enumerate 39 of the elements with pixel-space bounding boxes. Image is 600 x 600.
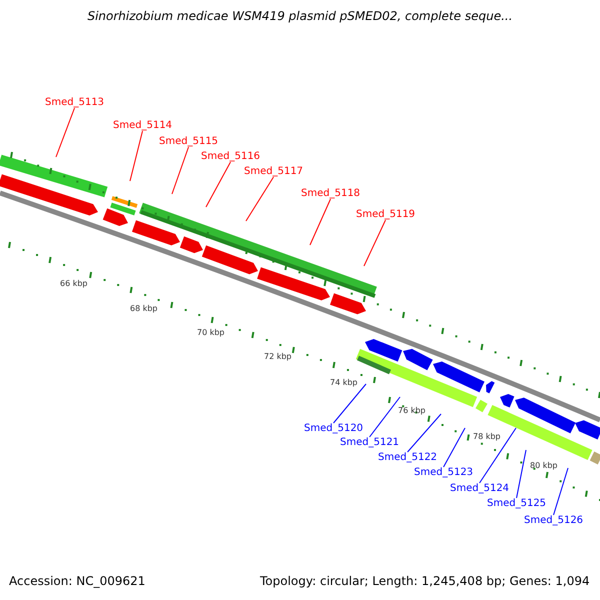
leader-line (310, 198, 332, 246)
gene-label: Smed_5113 (45, 97, 104, 108)
leader-line (369, 396, 400, 438)
gene-label: Smed_5125 (487, 498, 546, 509)
leader-line (553, 468, 568, 516)
accession-text: Accession: NC_009621 (9, 575, 146, 588)
leader-line (246, 176, 274, 222)
scale-label: 72 kbp (264, 353, 292, 362)
leader-line (206, 162, 232, 208)
gene-label: Smed_5126 (524, 515, 584, 526)
scale-label: 80 kbp (530, 462, 558, 471)
gene-label: Smed_5122 (378, 452, 438, 463)
leader-line (130, 130, 144, 182)
leader-line (172, 146, 190, 194)
scale-label: 78 kbp (473, 433, 501, 442)
leader-line (333, 384, 366, 424)
genome-info-text: Topology: circular; Length: 1,245,408 bp; Genes: 1,094 (260, 575, 590, 588)
leader-line (479, 428, 516, 484)
scale-label: 66 kbp (60, 280, 88, 289)
gene-label: Smed_5115 (159, 136, 218, 147)
gene-label: Smed_5117 (244, 166, 304, 177)
scale-label: 70 kbp (197, 329, 225, 338)
gene-label: Smed_5114 (113, 120, 172, 131)
gene-label: Smed_5120 (304, 423, 364, 434)
gene-label: Smed_5118 (301, 188, 360, 199)
leader-line (407, 414, 442, 452)
scale-label: 74 kbp (330, 379, 358, 388)
gene-label: Smed_5119 (356, 209, 416, 220)
scale-label: 76 kbp (398, 407, 426, 416)
leader-line (443, 428, 466, 468)
title: Sinorhizobium medicae WSM419 plasmid pSMED02, complete seque... (86, 10, 514, 24)
gene-label: Smed_5121 (340, 437, 400, 448)
leader-line (516, 450, 526, 498)
leader-line (364, 220, 386, 266)
scale-label: 68 kbp (130, 305, 158, 314)
gene-label: Smed_5116 (201, 151, 260, 162)
gene-label: Smed_5123 (414, 467, 474, 478)
gene-label: Smed_5124 (450, 483, 510, 494)
leader-line (56, 108, 76, 158)
